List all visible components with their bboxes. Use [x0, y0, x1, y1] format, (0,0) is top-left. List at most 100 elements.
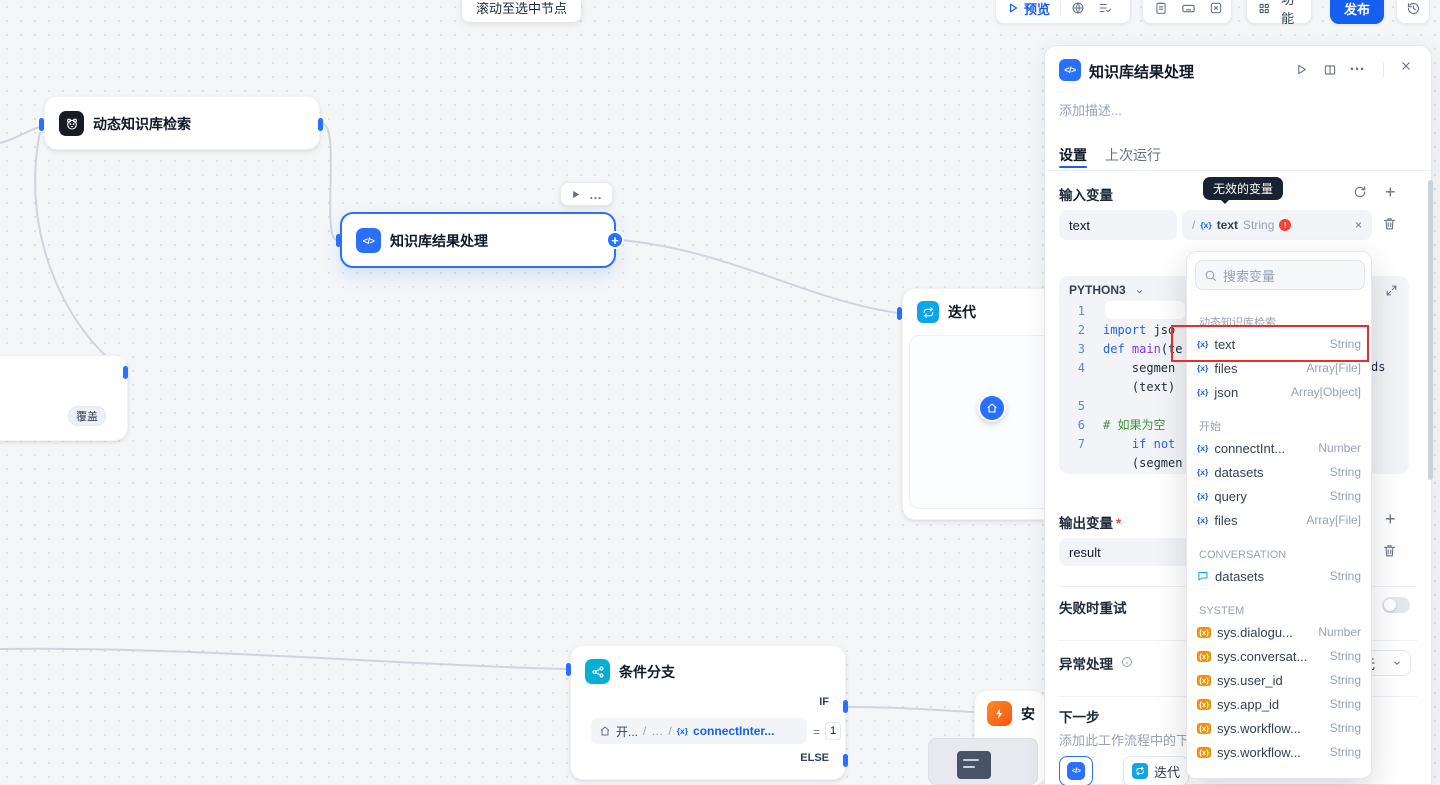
variable-icon: {x}	[1197, 363, 1209, 373]
preview-button[interactable]: 预览	[1004, 0, 1053, 20]
error-badge: !	[1279, 219, 1292, 231]
export-button[interactable]	[1151, 0, 1171, 17]
retry-toggle[interactable]	[1382, 597, 1410, 613]
variable-icon: {x}	[1197, 515, 1209, 525]
variable-item-sys.conversat...[interactable]: {x}sys.conversat...String	[1197, 648, 1361, 664]
node-handle[interactable]	[566, 663, 571, 676]
globe-icon	[1072, 2, 1084, 14]
iteration-chip[interactable]: 迭代	[1123, 756, 1190, 785]
node-dynamic-knowledge-retrieval[interactable]: 动态知识库检索	[44, 96, 320, 150]
var-name-input[interactable]: text	[1059, 210, 1177, 240]
delete-output-var-button[interactable]	[1382, 543, 1397, 558]
node-handle[interactable]	[336, 234, 341, 247]
publish-button[interactable]: 发布	[1341, 0, 1373, 20]
close-debug-button[interactable]	[1206, 0, 1226, 17]
node-condition-branch[interactable]: 条件分支 IF 开... / … / {x} connectInter... =…	[570, 645, 846, 780]
node-handle[interactable]	[843, 754, 848, 767]
tab-last-run[interactable]: 上次运行	[1105, 147, 1161, 163]
keyboard-icon	[1182, 4, 1195, 12]
close-panel-button[interactable]	[1399, 59, 1413, 73]
add-input-var-button[interactable]: +	[1385, 182, 1396, 203]
var-value-selector[interactable]: / {x} text String ! ×	[1182, 210, 1372, 240]
override-button[interactable]: 覆盖	[68, 406, 106, 426]
variable-item-sys.workflow...[interactable]: {x}sys.workflow...String	[1197, 744, 1361, 760]
variable-item-connectInt...[interactable]: {x}connectInt...Number	[1197, 440, 1361, 456]
home-icon	[600, 726, 610, 736]
globe-button[interactable]	[1068, 0, 1088, 17]
code-icon: </>	[356, 228, 381, 253]
chevron-down-icon	[1394, 661, 1400, 665]
iteration-start-node[interactable]	[978, 394, 1006, 422]
split-view-button[interactable]	[1323, 63, 1337, 77]
iteration-body[interactable]	[909, 335, 1055, 509]
node-iteration[interactable]: 迭代	[902, 288, 1062, 520]
play-icon[interactable]	[570, 189, 581, 200]
add-output-var-button[interactable]: +	[1385, 509, 1396, 530]
code-icon: </>	[1067, 762, 1085, 780]
description-placeholder[interactable]: 添加描述...	[1059, 103, 1122, 118]
more-icon[interactable]: …	[589, 186, 603, 202]
node-hover-toolbar[interactable]: …	[560, 182, 613, 206]
debug-toolbar	[1142, 0, 1232, 24]
variable-icon: {x}	[1197, 491, 1209, 501]
variable-icon: {x}	[676, 726, 689, 736]
columns-icon	[1324, 65, 1336, 75]
keyboard-button[interactable]	[1178, 0, 1199, 18]
condition-expression[interactable]: 开... / … / {x} connectInter...	[591, 718, 807, 744]
delete-var-button[interactable]	[1382, 216, 1397, 231]
code-language-select[interactable]: PYTHON3	[1069, 283, 1126, 297]
minimap[interactable]	[928, 738, 1038, 785]
more-menu-button[interactable]: …	[1349, 57, 1365, 75]
invalid-variable-tooltip: 无效的变量	[1203, 177, 1284, 204]
variable-icon: {x}	[1197, 387, 1209, 397]
node-title: 迭代	[948, 304, 976, 320]
tab-settings[interactable]: 设置	[1059, 147, 1087, 163]
node-handle[interactable]	[318, 118, 323, 131]
current-node-chip[interactable]: </>	[1059, 756, 1093, 785]
expand-code-button[interactable]	[1385, 284, 1398, 297]
plus-icon: +	[1385, 182, 1396, 202]
run-node-button[interactable]	[1295, 63, 1308, 76]
refresh-vars-button[interactable]	[1353, 185, 1367, 199]
node-handle[interactable]	[39, 118, 44, 131]
system-variable-icon: {x}	[1197, 698, 1212, 710]
clipboard-icon	[1156, 2, 1166, 14]
variable-item-sys.dialogu...[interactable]: {x}sys.dialogu...Number	[1197, 624, 1361, 640]
inspector-icon	[1099, 3, 1112, 13]
next-step-hint: 添加此工作流程中的下一...	[1059, 733, 1213, 748]
variable-item-sys.workflow...[interactable]: {x}sys.workflow...String	[1197, 720, 1361, 736]
system-variable-icon: {x}	[1197, 626, 1212, 638]
partial-node[interactable]	[0, 355, 128, 441]
input-vars-label: 输入变量	[1059, 188, 1113, 203]
node-handle[interactable]	[123, 366, 128, 379]
variable-icon: {x}	[1197, 467, 1209, 477]
system-variable-icon: {x}	[1197, 674, 1212, 686]
clear-value-icon[interactable]: ×	[1354, 218, 1362, 232]
retry-label: 失败时重试	[1059, 601, 1127, 616]
features-button[interactable]: 功能	[1255, 0, 1303, 29]
node-knowledge-result-processing[interactable]: </> 知识库结果处理	[340, 212, 616, 268]
history-toolbar	[1396, 0, 1430, 24]
history-button[interactable]	[1403, 0, 1424, 18]
panel-scrollbar[interactable]	[1428, 180, 1433, 480]
inspector-button[interactable]	[1095, 0, 1115, 17]
add-next-node-button[interactable]: +	[606, 231, 624, 249]
node-handle[interactable]	[897, 307, 902, 320]
loop-icon	[1132, 763, 1148, 779]
variable-search-input[interactable]: 搜索变量	[1195, 260, 1365, 290]
home-icon	[987, 403, 997, 413]
code-icon: </>	[1059, 59, 1081, 81]
node-handle[interactable]	[843, 700, 848, 713]
minimap-viewport[interactable]	[957, 751, 991, 779]
